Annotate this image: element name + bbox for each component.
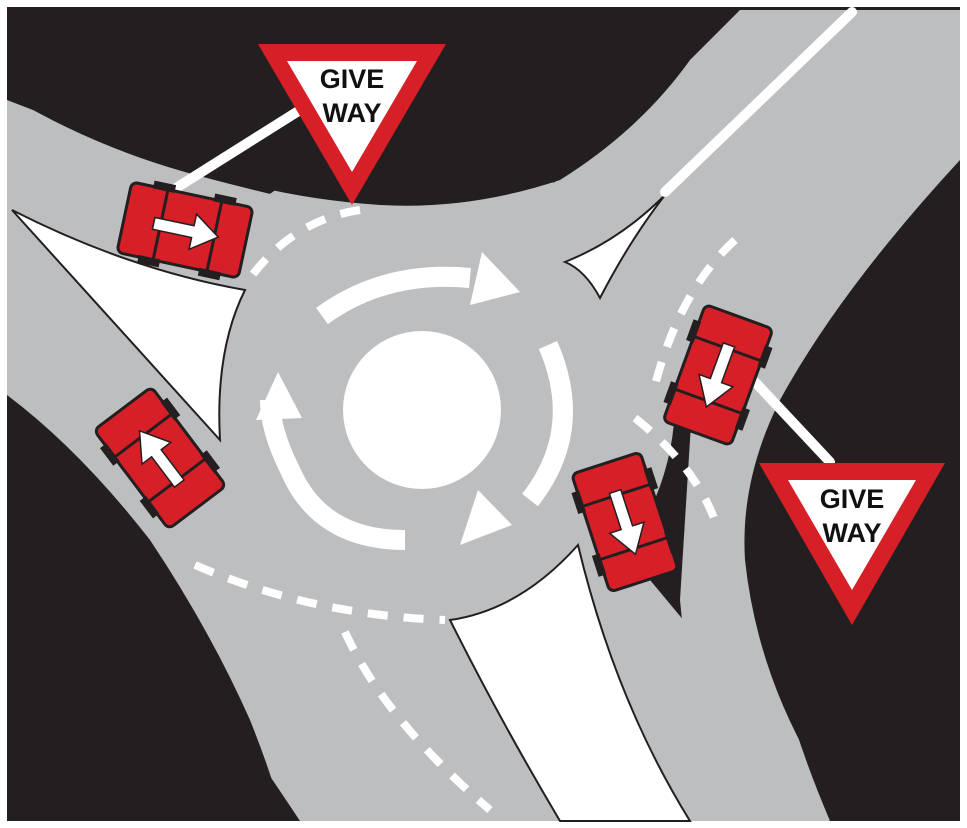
- sign-line-1: GIVE: [820, 484, 885, 514]
- sign-line-2: WAY: [822, 518, 881, 548]
- car-icon: [116, 180, 254, 281]
- circulation-arrowheads: [256, 252, 520, 545]
- give-way-sign: GIVE WAY: [759, 463, 945, 625]
- solid-lines: [160, 7, 857, 467]
- arrow-icon: [256, 372, 302, 420]
- arrow-icon: [151, 212, 220, 251]
- dash-right: [632, 414, 722, 532]
- verge-top: [7, 7, 960, 206]
- arrow-icon: [470, 252, 520, 305]
- sign-post-top: [160, 105, 305, 200]
- circulation-arrows: [260, 266, 573, 550]
- central-island: [343, 331, 501, 489]
- lane-line-top-right: [660, 7, 857, 197]
- arrow-icon: [460, 490, 512, 545]
- road-arm-top-right: [520, 7, 960, 430]
- arrow-icon: [608, 488, 646, 556]
- island-bottom: [448, 542, 692, 822]
- curved-arrow-icon: [522, 341, 573, 507]
- curved-arrow-icon: [260, 399, 406, 550]
- sign-post-right: [750, 377, 835, 467]
- verge-left: [7, 395, 285, 821]
- island-left: [11, 209, 247, 443]
- give-way-lines: [193, 206, 738, 814]
- arrow-icon: [138, 429, 186, 489]
- dash-bottom-lane: [341, 630, 493, 814]
- car-icon: [94, 387, 226, 529]
- dash-top: [241, 206, 361, 288]
- sign-line-1: GIVE: [320, 64, 385, 94]
- island-top-right: [562, 194, 666, 301]
- sign-line-2: WAY: [322, 98, 381, 128]
- car-icon: [663, 304, 773, 446]
- give-way-sign: GIVE WAY: [258, 44, 446, 205]
- splitter-islands: [11, 194, 692, 822]
- curved-arrow-icon: [316, 266, 471, 325]
- road-arm-right: [680, 80, 960, 821]
- car-icon: [571, 451, 679, 593]
- dash-right-top: [651, 237, 738, 387]
- arrow-icon: [697, 341, 736, 409]
- dash-left-bottom: [193, 561, 446, 624]
